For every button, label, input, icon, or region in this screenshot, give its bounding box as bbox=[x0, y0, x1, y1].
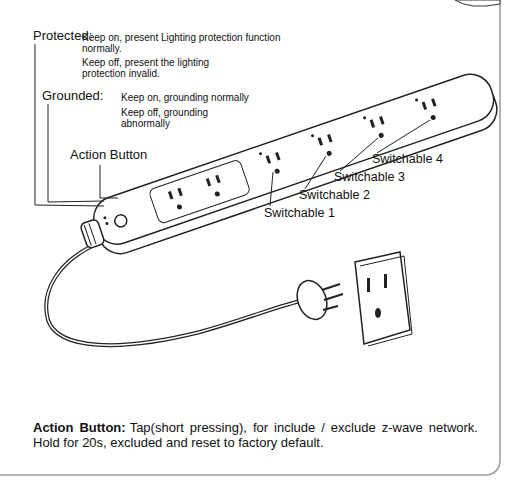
note-text: Keep off, present the lighting protectio… bbox=[82, 57, 252, 79]
note-paragraph: Action Button:Tap(short pressing), for i… bbox=[33, 420, 478, 450]
frame bbox=[0, 0, 500, 475]
note-text: Keep on, grounding normally bbox=[121, 92, 311, 103]
part-label: Switchable 2 bbox=[299, 188, 409, 203]
part-label: Switchable 4 bbox=[372, 152, 482, 167]
power-cord-inner bbox=[46, 246, 305, 345]
plug bbox=[292, 276, 343, 323]
power-strip bbox=[75, 68, 503, 264]
part-label: Switchable 3 bbox=[334, 170, 444, 185]
corner-shape bbox=[455, 0, 500, 6]
note-text: Keep off, grounding abnormally bbox=[121, 107, 221, 129]
note-text: Keep on, present Lighting protection fun… bbox=[82, 32, 322, 54]
note-heading: Action Button: bbox=[33, 420, 126, 435]
part-label: Switchable 1 bbox=[264, 206, 374, 221]
wall-outlet bbox=[355, 252, 412, 346]
power-cord bbox=[46, 246, 305, 345]
part-label: Action Button bbox=[70, 147, 180, 163]
section-heading: Grounded: bbox=[42, 88, 122, 104]
